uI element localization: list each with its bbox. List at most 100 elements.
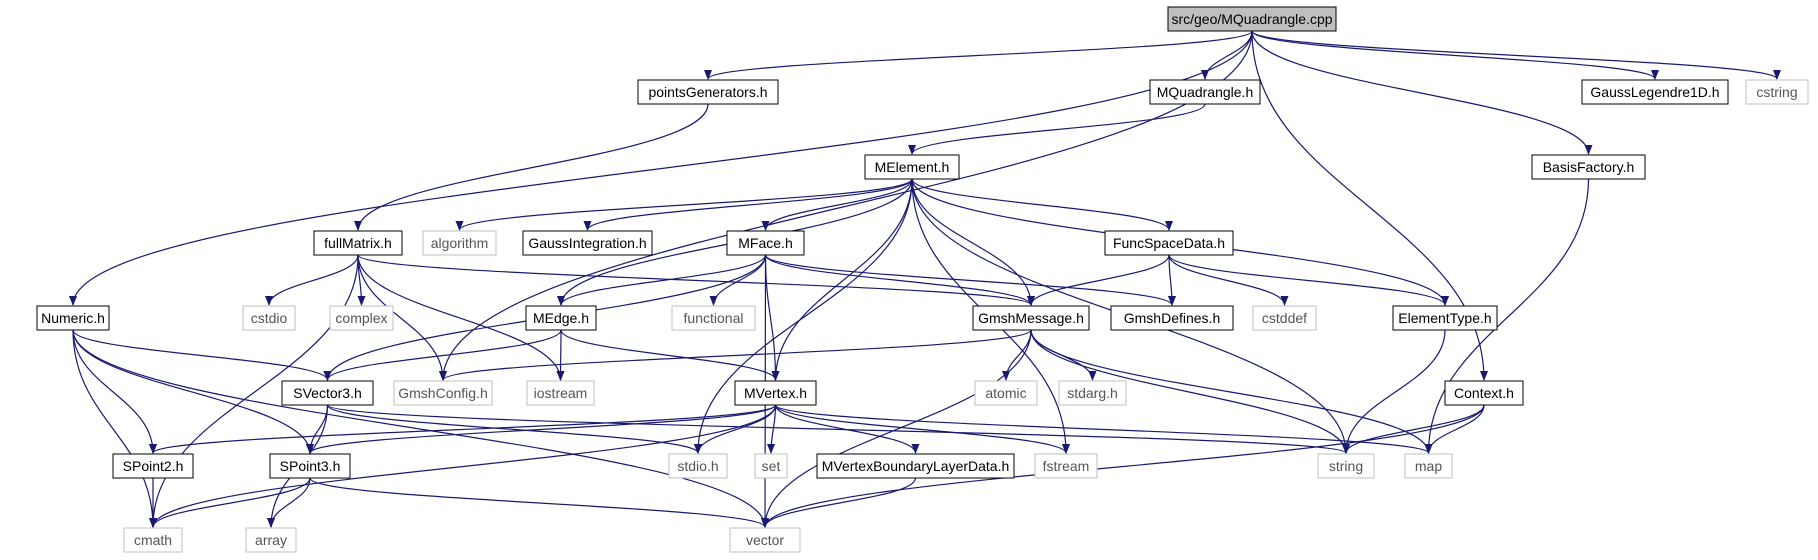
edge-line (1424, 404, 1485, 454)
edge-line (908, 103, 1206, 155)
node-stdio[interactable]: stdio.h (668, 453, 728, 479)
node-MElement[interactable]: MElement.h (864, 154, 960, 180)
node-cmath[interactable]: cmath (123, 527, 183, 553)
edge-Context-to-map (1424, 404, 1485, 454)
node-ElementType[interactable]: ElementType.h (1392, 305, 1498, 331)
node-MEdge[interactable]: MEdge.h (525, 305, 597, 331)
node-label: cstring (1756, 84, 1797, 100)
node-fullMatrix[interactable]: fullMatrix.h (313, 230, 403, 256)
node-label: SPoint2.h (123, 458, 184, 474)
node-FuncSpaceData[interactable]: FuncSpaceData.h (1104, 230, 1234, 256)
node-label: GmshDefines.h (1124, 310, 1220, 326)
node-label: GmshConfig.h (398, 385, 487, 401)
edge-MEdge-to-SVector3 (323, 329, 562, 381)
node-SPoint2[interactable]: SPoint2.h (112, 453, 194, 479)
edge-root-to-cstring (1251, 30, 1781, 80)
node-label: functional (684, 310, 744, 326)
edge-root-to-Numeric (69, 30, 1253, 306)
edge-MElement-to-algorithm (455, 178, 913, 231)
node-label: GaussIntegration.h (528, 235, 646, 251)
node-box (1317, 453, 1375, 479)
edge-line (761, 404, 1485, 528)
node-label: fullMatrix.h (324, 235, 392, 251)
edge-line (439, 329, 1032, 381)
node-MVertexBoundaryLayerData[interactable]: MVertexBoundaryLayerData.h (816, 453, 1015, 479)
node-label: algorithm (431, 235, 489, 251)
edge-line (556, 329, 565, 381)
node-root[interactable]: src/geo/MQuadrangle.cpp (1167, 6, 1337, 32)
node-pointsGenerators[interactable]: pointsGenerators.h (637, 79, 779, 105)
node-algorithm[interactable]: algorithm (422, 230, 497, 256)
edge-Numeric-to-SVector3 (72, 329, 332, 381)
node-box (1531, 154, 1646, 180)
edge-line (323, 329, 562, 381)
edge-root-to-pointsGenerators (704, 30, 1253, 80)
node-map[interactable]: map (1404, 453, 1453, 479)
node-box (754, 453, 788, 479)
node-iostream[interactable]: iostream (526, 380, 595, 406)
edge-Numeric-to-SPoint2 (72, 329, 157, 454)
node-box (1581, 79, 1729, 105)
node-Context[interactable]: Context.h (1444, 380, 1524, 406)
node-set[interactable]: set (754, 453, 788, 479)
node-box (422, 230, 497, 256)
edge-line (149, 254, 359, 528)
edge-SPoint3-to-vector (309, 477, 769, 528)
edge-line (357, 254, 565, 381)
edge-MElement-to-MVertex (771, 178, 913, 381)
node-box (1104, 230, 1234, 256)
edge-line (306, 404, 777, 454)
edge-Numeric-to-cmath (72, 329, 157, 528)
node-label: Context.h (1454, 385, 1514, 401)
node-label: MQuadrangle.h (1157, 84, 1254, 100)
edge-MFace-to-MEdge (557, 254, 767, 306)
node-cstdio[interactable]: cstdio (242, 305, 296, 331)
node-label: iostream (534, 385, 588, 401)
node-BasisFactory[interactable]: BasisFactory.h (1531, 154, 1646, 180)
node-GmshMessage[interactable]: GmshMessage.h (972, 305, 1090, 331)
edge-line (761, 178, 913, 231)
node-atomic[interactable]: atomic (974, 380, 1038, 406)
node-label: cstddef (1262, 310, 1307, 326)
node-fstream[interactable]: fstream (1034, 453, 1098, 479)
node-label: pointsGenerators.h (648, 84, 767, 100)
node-MVertex[interactable]: MVertex.h (734, 380, 817, 406)
edge-line (761, 477, 917, 528)
node-box (726, 230, 805, 256)
node-complex[interactable]: complex (329, 305, 394, 331)
edge-line (357, 254, 447, 381)
node-vector[interactable]: vector (729, 527, 801, 553)
edge-line (774, 404, 920, 454)
node-cstddef[interactable]: cstddef (1252, 305, 1317, 331)
node-cstring[interactable]: cstring (1745, 79, 1809, 105)
node-MQuadrangle[interactable]: MQuadrangle.h (1149, 79, 1261, 105)
node-box (526, 380, 595, 406)
node-GaussIntegration[interactable]: GaussIntegration.h (522, 230, 653, 256)
edge-line (149, 404, 777, 454)
node-box (281, 380, 374, 406)
node-GaussLegendre1D[interactable]: GaussLegendre1D.h (1581, 79, 1729, 105)
node-GmshDefines[interactable]: GmshDefines.h (1110, 305, 1234, 331)
node-MFace[interactable]: MFace.h (726, 230, 805, 256)
edge-line (69, 30, 1253, 306)
edge-MElement-to-GmshMessage (911, 178, 1035, 306)
edge-line (694, 404, 777, 454)
node-SPoint3[interactable]: SPoint3.h (269, 453, 351, 479)
node-array[interactable]: array (245, 527, 297, 553)
edge-MVertex-to-set (767, 404, 777, 454)
node-SVector3[interactable]: SVector3.h (281, 380, 374, 406)
node-GmshConfig[interactable]: GmshConfig.h (393, 380, 493, 406)
node-box (522, 230, 653, 256)
node-Numeric[interactable]: Numeric.h (36, 305, 110, 331)
edge-line (1251, 30, 1781, 80)
node-stdarg[interactable]: stdarg.h (1058, 380, 1127, 406)
edge-MElement-to-GaussIntegration (583, 178, 913, 231)
node-label: complex (335, 310, 387, 326)
node-label: cstdio (251, 310, 288, 326)
node-label: stdio.h (677, 458, 718, 474)
node-box (245, 527, 297, 553)
node-label: MVertexBoundaryLayerData.h (822, 458, 1010, 474)
edge-line (704, 30, 1253, 80)
node-string[interactable]: string (1317, 453, 1375, 479)
node-functional[interactable]: functional (671, 305, 756, 331)
